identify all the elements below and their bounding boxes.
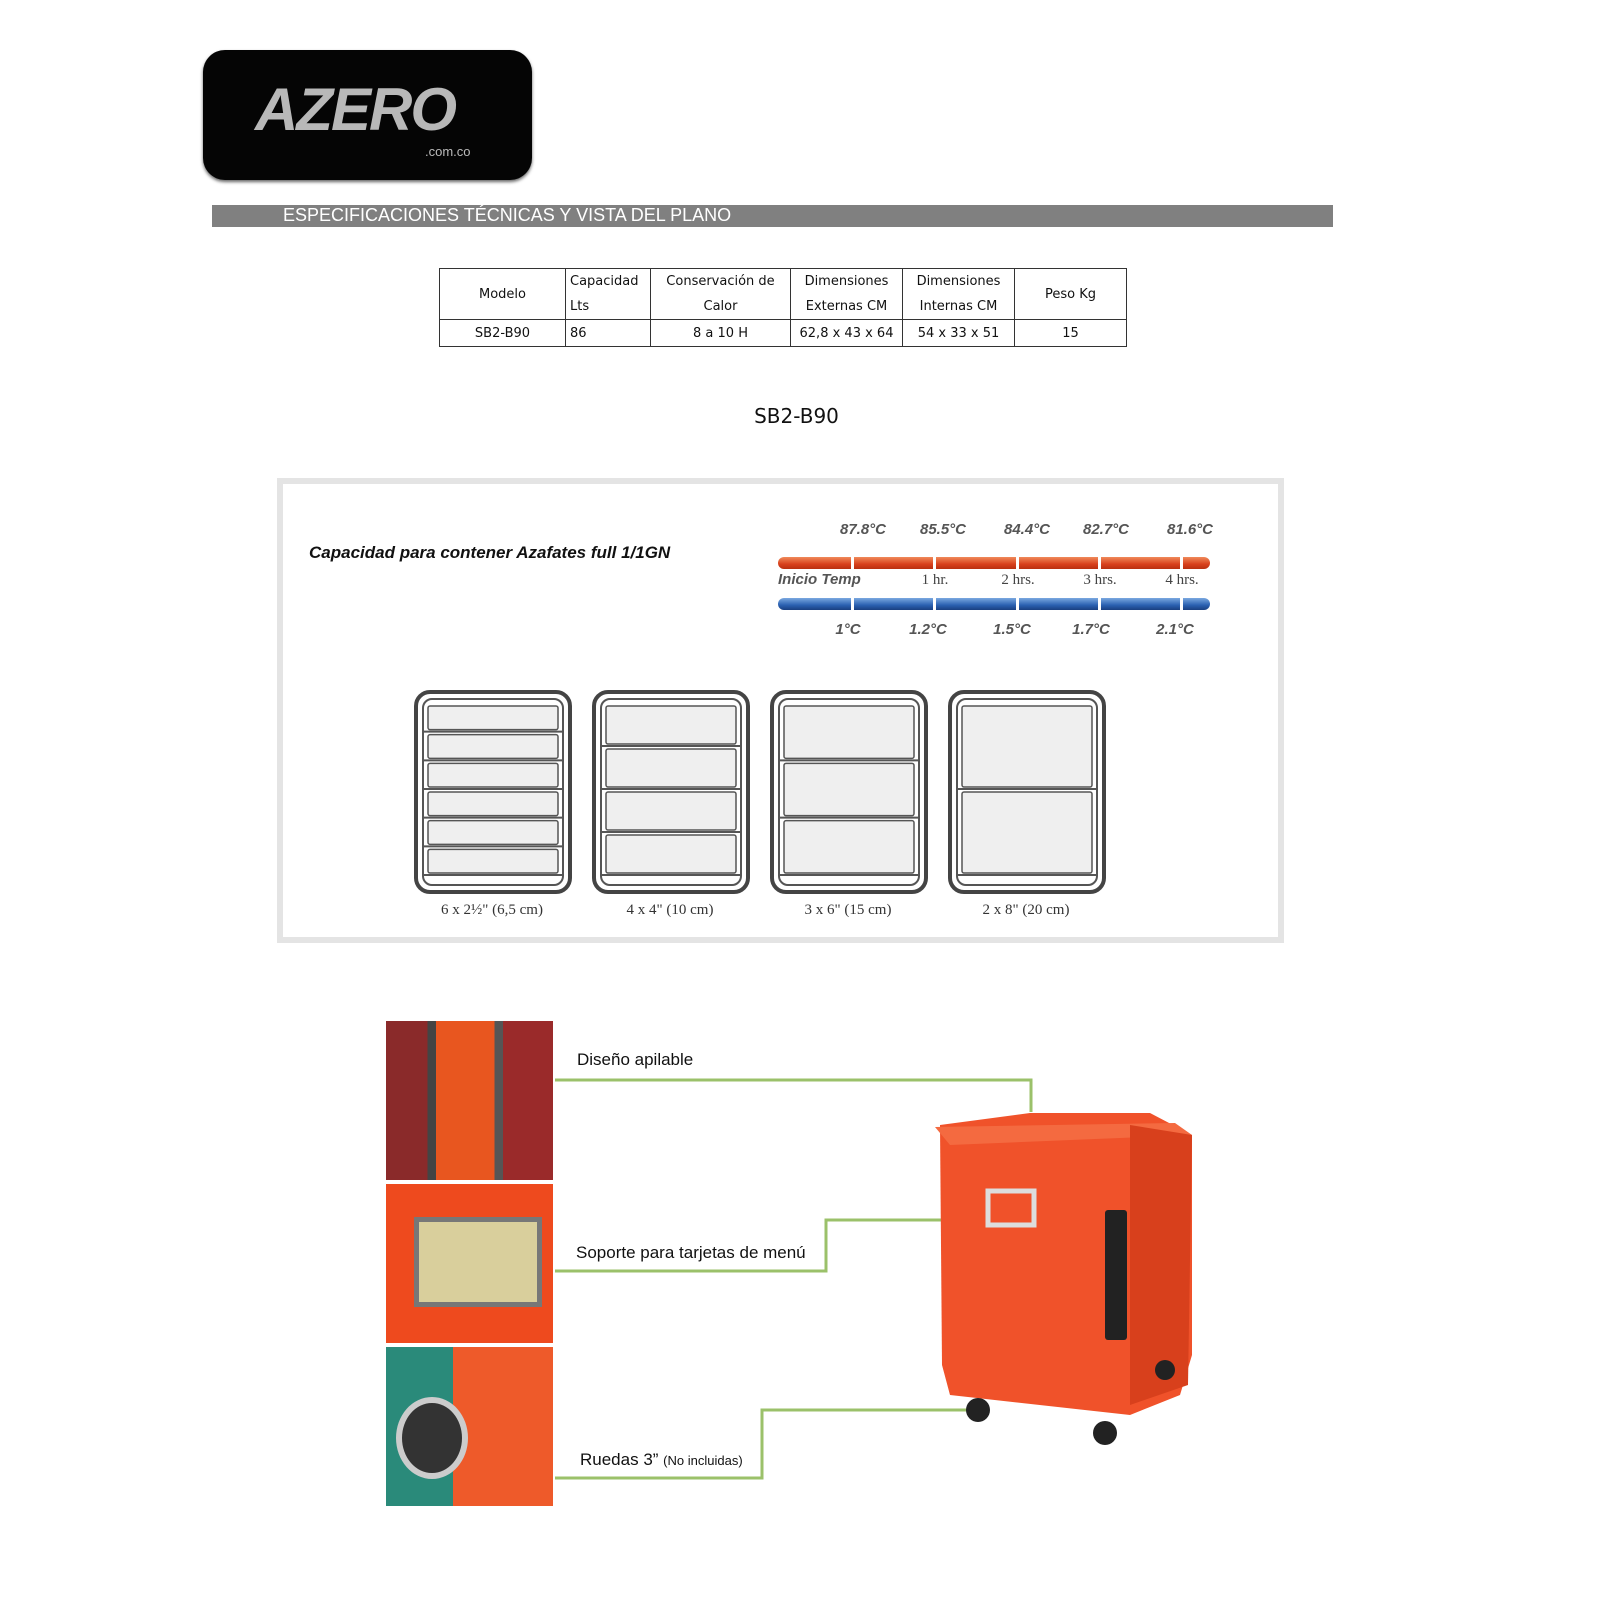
pan-diagram bbox=[948, 690, 1106, 894]
table-header: Peso Kg bbox=[1014, 268, 1127, 320]
time-tick bbox=[1016, 557, 1019, 569]
hot-temp-label: 85.5°C bbox=[919, 521, 967, 538]
pan-label: 4 x 4" (10 cm) bbox=[626, 902, 714, 918]
time-tick bbox=[1098, 557, 1101, 569]
time-tick bbox=[851, 557, 854, 569]
feature-label-menu-holder: Soporte para tarjetas de menú bbox=[576, 1243, 806, 1262]
pan-label: 3 x 6" (15 cm) bbox=[804, 902, 892, 918]
cold-temp-label: 1.2°C bbox=[909, 621, 947, 638]
time-tick bbox=[1016, 598, 1019, 610]
hot-temp-label: 81.6°C bbox=[1166, 521, 1214, 538]
pan-diagram bbox=[770, 690, 928, 894]
wheels-label: Ruedas 3” bbox=[580, 1450, 659, 1469]
table-cell: 15 bbox=[1014, 319, 1127, 347]
menu-card-holder-photo bbox=[386, 1184, 553, 1343]
table-cell: SB2-B90 bbox=[439, 319, 566, 347]
spec-table: Modelo Capacidad Lts Conservación de Cal… bbox=[439, 268, 1127, 347]
capacity-title: Capacidad para contener Azafates full 1/… bbox=[309, 543, 671, 562]
time-label-start: Inicio Temp bbox=[778, 571, 861, 588]
table-header: Dimensiones Externas CM bbox=[790, 268, 903, 320]
time-label: 1 hr. bbox=[921, 572, 949, 588]
cold-temp-label: 1°C bbox=[835, 621, 861, 638]
logo-domain: .com.co bbox=[425, 144, 471, 159]
time-tick bbox=[933, 598, 936, 610]
azero-logo: AZERO .com.co bbox=[203, 50, 532, 180]
cold-temperature-bar bbox=[778, 598, 1210, 610]
hot-temp-label: 84.4°C bbox=[1003, 521, 1051, 538]
hot-temp-label: 82.7°C bbox=[1082, 521, 1130, 538]
feature-label-stackable: Diseño apilable bbox=[577, 1050, 694, 1069]
logo-wordmark: AZERO bbox=[255, 76, 457, 143]
hot-temperature-bar bbox=[778, 557, 1210, 569]
time-label: 2 hrs. bbox=[1001, 572, 1035, 588]
time-tick bbox=[851, 598, 854, 610]
feature-label-wheels: Ruedas 3” (No incluidas) bbox=[580, 1450, 743, 1470]
table-header: Conservación de Calor bbox=[650, 268, 791, 320]
capacity-panel bbox=[277, 478, 1284, 943]
pan-label: 6 x 2½" (6,5 cm) bbox=[441, 902, 543, 918]
time-label: 3 hrs. bbox=[1083, 572, 1117, 588]
pan-label: 2 x 8" (20 cm) bbox=[982, 902, 1070, 918]
table-cell: 62,8 x 43 x 64 bbox=[790, 319, 903, 347]
section-title: ESPECIFICACIONES TÉCNICAS Y VISTA DEL PL… bbox=[283, 205, 732, 225]
section-header-bar: ESPECIFICACIONES TÉCNICAS Y VISTA DEL PL… bbox=[212, 205, 1333, 227]
table-header: Modelo bbox=[439, 268, 566, 320]
pan-diagram bbox=[592, 690, 750, 894]
stacked-units-photo bbox=[386, 1021, 553, 1180]
time-tick bbox=[1180, 598, 1183, 610]
hot-temp-label: 87.8°C bbox=[839, 521, 887, 538]
time-label: 4 hrs. bbox=[1165, 572, 1199, 588]
cold-temp-label: 1.5°C bbox=[993, 621, 1031, 638]
pan-diagram bbox=[414, 690, 572, 894]
table-row: SB2-B90 86 8 a 10 H 62,8 x 43 x 64 54 x … bbox=[439, 319, 1127, 347]
cold-temp-label: 2.1°C bbox=[1156, 621, 1194, 638]
time-tick bbox=[933, 557, 936, 569]
model-title: SB2-B90 bbox=[754, 404, 839, 428]
wheels-note: (No incluidas) bbox=[663, 1453, 743, 1468]
food-carrier-product-image bbox=[935, 1113, 1192, 1445]
table-header-row: Modelo Capacidad Lts Conservación de Cal… bbox=[439, 268, 1127, 320]
table-cell: 54 x 33 x 51 bbox=[902, 319, 1015, 347]
time-tick bbox=[1180, 557, 1183, 569]
time-tick bbox=[1098, 598, 1101, 610]
cold-temp-label: 1.7°C bbox=[1072, 621, 1110, 638]
wheel-photo bbox=[386, 1347, 553, 1506]
table-cell: 8 a 10 H bbox=[650, 319, 791, 347]
